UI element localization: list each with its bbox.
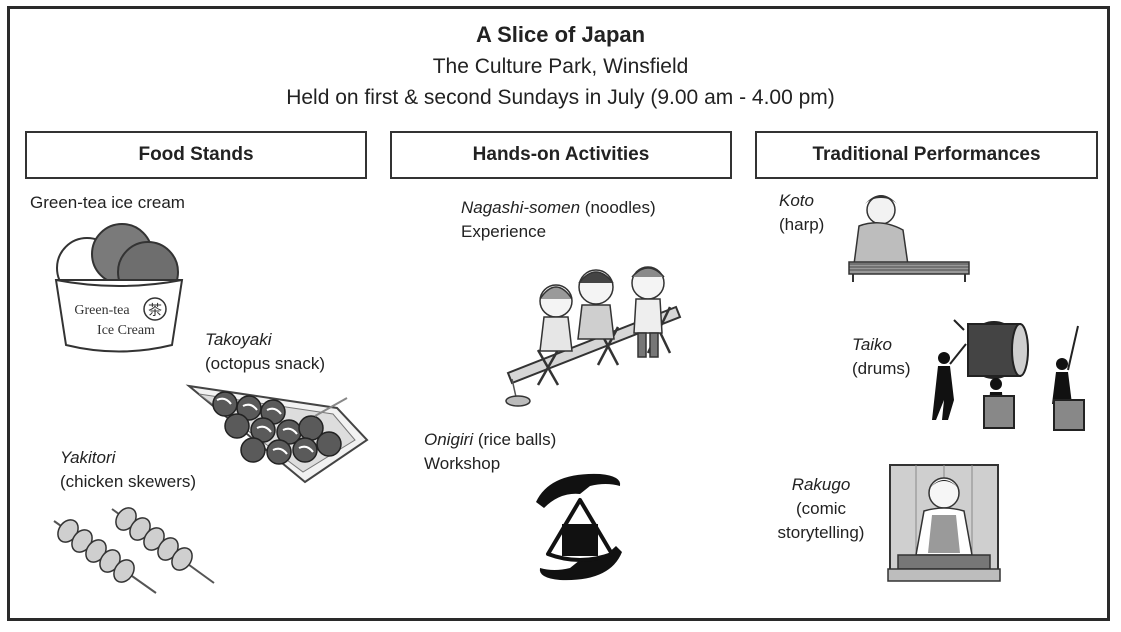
rakugo-desc-line2: storytelling) — [777, 523, 865, 542]
nagashi-somen-line2: Experience — [461, 222, 547, 241]
nagashi-somen-desc: (noodles) — [580, 198, 656, 217]
rakugo-label: Rakugo (comic storytelling) — [770, 473, 872, 545]
cup-text-line2: Ice Cream — [97, 323, 155, 338]
takoyaki-boat-icon — [185, 384, 369, 484]
taiko-drummers-icon — [932, 319, 1085, 431]
onigiri-line2: Workshop — [424, 454, 501, 473]
poster-title: A Slice of Japan — [475, 22, 646, 47]
yakitori-name: Yakitori — [60, 448, 116, 467]
event-location: The Culture Park, Winsfield — [432, 55, 689, 78]
takoyaki-desc: (octopus snack) — [205, 354, 325, 373]
taiko-name: Taiko — [852, 335, 893, 354]
yakitori-desc: (chicken skewers) — [60, 472, 197, 491]
rakugo-desc-line1: (comic — [795, 499, 847, 518]
koto-player-icon — [848, 195, 970, 282]
cup-kanji: 茶 — [148, 303, 162, 319]
taiko-desc: (drums) — [852, 359, 911, 378]
onigiri-name: Onigiri — [424, 430, 474, 449]
koto-desc: (harp) — [779, 215, 825, 234]
food-stands-heading: Food Stands — [25, 131, 367, 179]
nagashi-somen-name: Nagashi-somen — [461, 198, 581, 217]
onigiri-label: Onigiri (rice balls) Workshop — [424, 428, 556, 476]
onigiri-desc: (rice balls) — [473, 430, 557, 449]
yakitori-skewers-icon — [53, 507, 215, 594]
rakugo-name: Rakugo — [791, 475, 851, 494]
rakugo-performer-icon — [887, 464, 1001, 582]
ice-cream-cup-icon: Green-tea Ice Cream 茶 — [54, 223, 184, 353]
hands-on-activities-heading: Hands-on Activities — [390, 131, 732, 179]
koto-name: Koto — [779, 191, 814, 210]
traditional-performances-heading: Traditional Performances — [755, 131, 1098, 179]
onigiri-hands-icon — [536, 473, 622, 581]
yakitori-label: Yakitori (chicken skewers) — [60, 446, 196, 494]
event-dates: Held on first & second Sundays in July (… — [286, 86, 835, 109]
koto-label: Koto (harp) — [779, 189, 824, 237]
nagashi-somen-label: Nagashi-somen (noodles) Experience — [461, 196, 656, 244]
cup-text-line1: Green-tea — [74, 303, 130, 318]
ice-cream-label: Green-tea ice cream — [30, 193, 185, 212]
takoyaki-name: Takoyaki — [205, 330, 272, 349]
taiko-label: Taiko (drums) — [852, 333, 911, 381]
takoyaki-label: Takoyaki (octopus snack) — [205, 328, 325, 376]
nagashi-somen-kids-icon — [505, 266, 682, 407]
